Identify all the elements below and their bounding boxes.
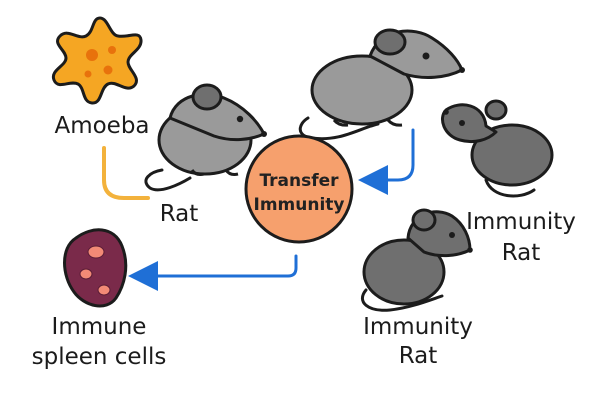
rat-top-icon <box>298 28 465 141</box>
immunity-rat-bottom-label-line1: Immunity <box>363 314 473 340</box>
spleen-label-line1: Immune <box>52 314 147 340</box>
amoeba-label: Amoeba <box>54 113 149 139</box>
spleen-label-line2: spleen cells <box>32 344 167 370</box>
immunity-rat-bottom-label-line2: Rat <box>399 343 438 369</box>
immunity-rat-bottom-icon <box>360 208 473 312</box>
spleen-icon <box>63 228 128 308</box>
rat-label: Rat <box>160 201 199 227</box>
immunity-rat-right-icon <box>441 99 554 198</box>
arrow-to-transfer <box>358 128 415 195</box>
amoeba-rat-connector <box>102 146 150 200</box>
immunity-rat-right-label-line1: Immunity <box>466 209 576 235</box>
transfer-immunity-node: Transfer Immunity <box>244 134 354 244</box>
arrow-to-spleen <box>128 254 298 291</box>
transfer-line1: Transfer <box>259 171 339 191</box>
rat-icon <box>144 83 267 192</box>
amoeba-icon <box>51 16 143 105</box>
transfer-line2: Immunity <box>254 195 345 215</box>
immunity-rat-right-label-line2: Rat <box>502 240 541 266</box>
